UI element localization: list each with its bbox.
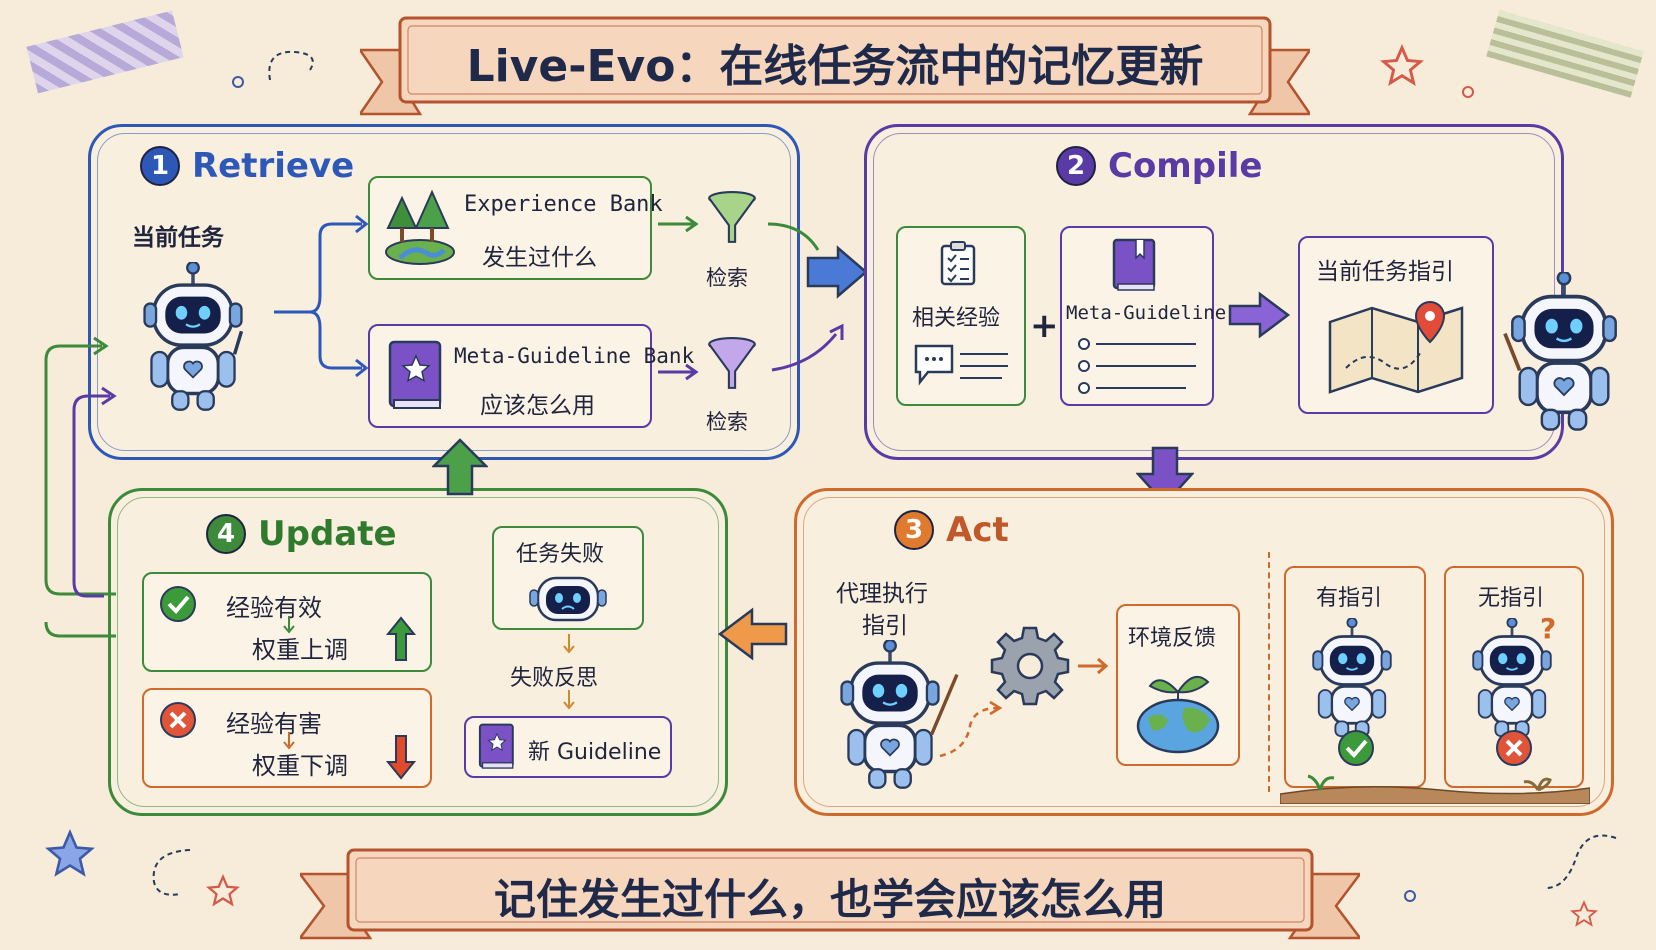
check-circle-icon bbox=[1338, 730, 1374, 766]
robot-walking-icon bbox=[839, 640, 959, 790]
act-divider bbox=[1268, 552, 1270, 792]
update-title: 4 Update bbox=[206, 514, 397, 554]
without-guide-label: 无指引 bbox=[1478, 586, 1545, 611]
weight-up-label: 权重上调 bbox=[252, 636, 348, 664]
merge-arrows bbox=[767, 222, 868, 372]
harmful-card bbox=[142, 688, 432, 788]
arrow-right-icon bbox=[658, 363, 699, 381]
arrow-down-icon bbox=[386, 735, 416, 780]
update-title-text: Update bbox=[258, 514, 397, 554]
gear-icon bbox=[990, 626, 1070, 706]
agent-exec-label-1: 代理执行 bbox=[836, 581, 928, 607]
x-circle-icon bbox=[160, 702, 196, 738]
act-title: 3 Act bbox=[894, 510, 1009, 550]
guideline-bank-subtitle: 应该怎么用 bbox=[480, 393, 595, 419]
list-icon bbox=[1078, 338, 1196, 394]
with-guide-label: 有指引 bbox=[1316, 586, 1383, 611]
weight-down-label: 权重下调 bbox=[252, 752, 348, 780]
star-icon bbox=[1570, 900, 1598, 927]
map-icon bbox=[1328, 300, 1464, 394]
step-number-2: 2 bbox=[1056, 146, 1096, 186]
dot bbox=[232, 76, 244, 88]
failure-reflection-label: 失败反思 bbox=[510, 666, 599, 691]
forest-icon bbox=[385, 189, 455, 265]
question-mark: ? bbox=[1540, 612, 1557, 645]
dot bbox=[1404, 890, 1416, 902]
book-star-icon bbox=[388, 340, 442, 409]
branch-arrows bbox=[274, 214, 369, 378]
feedback-loop-lines bbox=[44, 336, 117, 638]
compile-title-text: Compile bbox=[1108, 146, 1263, 186]
compile-title: 2 Compile bbox=[1056, 146, 1262, 186]
step-number-4: 4 bbox=[206, 514, 246, 554]
doodle-swirl bbox=[268, 50, 314, 81]
experience-bank-title: Experience Bank bbox=[464, 192, 663, 217]
star-icon bbox=[45, 829, 95, 877]
plus-sign: + bbox=[1030, 306, 1059, 346]
footer-text: 记住发生过什么，也学会应该怎么用 bbox=[493, 875, 1166, 924]
robot-icon bbox=[142, 262, 244, 412]
washi-tape-right bbox=[1486, 10, 1644, 98]
book-star-icon bbox=[478, 723, 514, 769]
arrow-left-icon bbox=[718, 607, 788, 661]
retrieve-title-text: Retrieve bbox=[192, 146, 355, 186]
small-down-arrow bbox=[283, 732, 295, 750]
step-number-1: 1 bbox=[140, 146, 180, 186]
small-down-arrow bbox=[563, 690, 575, 710]
search-label-1: 检索 bbox=[706, 266, 748, 290]
experience-bank-subtitle: 发生过什么 bbox=[482, 245, 597, 271]
task-guide-label: 当前任务指引 bbox=[1316, 259, 1454, 285]
funnel-icon bbox=[708, 191, 756, 243]
title-ribbon bbox=[360, 16, 1310, 116]
small-down-arrow bbox=[283, 616, 295, 634]
retrieve-title: 1 Retrieve bbox=[140, 146, 354, 186]
env-feedback-label: 环境反馈 bbox=[1128, 626, 1217, 651]
robot-happy-icon bbox=[1311, 618, 1393, 738]
robot-confused-icon bbox=[1471, 618, 1553, 738]
agent-exec-label-2: 指引 bbox=[862, 613, 908, 639]
arrow-right-icon bbox=[658, 215, 699, 233]
earth-sprout-icon bbox=[1136, 675, 1220, 754]
effective-label: 经验有效 bbox=[226, 594, 322, 622]
sad-robot-icon bbox=[529, 576, 607, 622]
meta-guideline-label: Meta-Guideline bbox=[1066, 302, 1227, 324]
arrow-right-icon bbox=[1228, 291, 1291, 339]
page-title: Live-Evo：在线任务流中的记忆更新 bbox=[466, 41, 1204, 92]
current-task-label: 当前任务 bbox=[132, 225, 224, 251]
small-down-arrow bbox=[563, 634, 575, 654]
footer-ribbon bbox=[300, 848, 1360, 940]
star-icon bbox=[206, 874, 240, 907]
star-icon bbox=[1380, 44, 1424, 86]
related-exp-label: 相关经验 bbox=[912, 306, 1001, 331]
clipboard-icon bbox=[940, 241, 976, 286]
check-circle-icon bbox=[160, 586, 196, 622]
arrow-right-icon bbox=[1078, 657, 1109, 675]
x-circle-icon bbox=[1496, 730, 1532, 766]
arrow-up-icon bbox=[386, 616, 416, 661]
chat-icon bbox=[914, 344, 1008, 386]
funnel-icon bbox=[708, 337, 756, 389]
doodle-swirl bbox=[1546, 834, 1617, 889]
dot bbox=[1462, 86, 1474, 98]
guideline-bank-title: Meta-Guideline Bank bbox=[454, 344, 695, 368]
act-title-text: Act bbox=[946, 510, 1009, 550]
without-guide-card bbox=[1444, 566, 1584, 788]
washi-tape-left bbox=[26, 10, 184, 94]
soil-ground bbox=[1280, 774, 1590, 804]
step-number-3: 3 bbox=[894, 510, 934, 550]
dashed-path bbox=[939, 700, 1003, 758]
arrow-up-icon bbox=[432, 438, 488, 496]
doodle-swirl bbox=[152, 849, 191, 896]
effective-card bbox=[142, 572, 432, 672]
robot-pointer-icon bbox=[1503, 272, 1618, 432]
task-failed-label: 任务失败 bbox=[516, 542, 605, 567]
search-label-2: 检索 bbox=[706, 410, 748, 434]
book-icon bbox=[1112, 238, 1156, 291]
new-guideline-label: 新 Guideline bbox=[528, 740, 662, 765]
harmful-label: 经验有害 bbox=[226, 710, 322, 738]
